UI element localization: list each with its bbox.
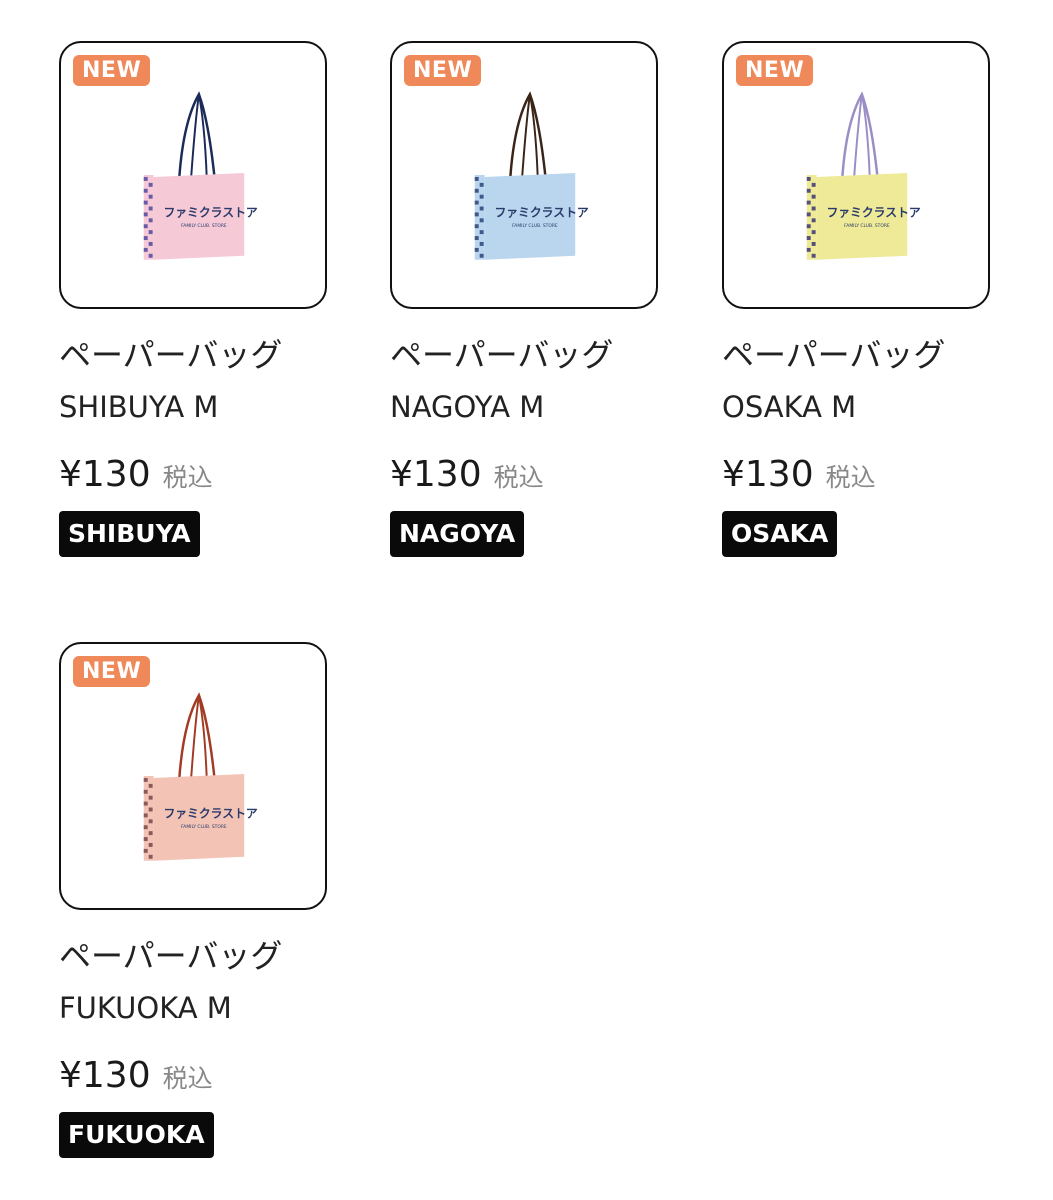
svg-text:ファミクラストア: ファミクラストア <box>826 205 920 219</box>
product-name-jp[interactable]: ペーパーバッグ <box>59 336 283 374</box>
product-name-jp[interactable]: ペーパーバッグ <box>59 937 283 975</box>
new-badge: NEW <box>404 55 482 87</box>
new-badge: NEW <box>736 55 814 87</box>
store-tag: OSAKA <box>722 511 838 557</box>
product-image[interactable]: ファミクラストア FAMILY CLUB. STORE NEW <box>390 41 658 309</box>
price-row: ¥130 税込 <box>59 455 339 495</box>
product-card[interactable]: ファミクラストア FAMILY CLUB. STORE NEW ペーパーバッグ F… <box>59 642 339 1158</box>
price-row: ¥130 税込 <box>390 455 670 495</box>
product-name-en[interactable]: NAGOYA M <box>390 390 545 424</box>
price: ¥130 <box>59 454 151 495</box>
new-badge: NEW <box>73 656 151 688</box>
tax-label: 税込 <box>493 463 544 492</box>
product-image[interactable]: ファミクラストア FAMILY CLUB. STORE NEW <box>59 642 327 910</box>
paper-bag-image: ファミクラストア FAMILY CLUB. STORE <box>806 91 921 260</box>
product-name-en[interactable]: FUKUOKA M <box>59 991 232 1025</box>
price: ¥130 <box>390 454 482 495</box>
price-row: ¥130 税込 <box>59 1056 339 1096</box>
price: ¥130 <box>722 454 814 495</box>
svg-text:ファミクラストア: ファミクラストア <box>163 205 257 219</box>
product-name-jp[interactable]: ペーパーバッグ <box>390 336 614 374</box>
price-row: ¥130 税込 <box>722 455 1002 495</box>
tax-label: 税込 <box>162 1064 213 1093</box>
product-card[interactable]: ファミクラストア FAMILY CLUB. STORE NEW ペーパーバッグ O… <box>722 41 1002 557</box>
price: ¥130 <box>59 1055 151 1096</box>
paper-bag-image: ファミクラストア FAMILY CLUB. STORE <box>143 692 258 861</box>
product-image[interactable]: ファミクラストア FAMILY CLUB. STORE NEW <box>722 41 990 309</box>
product-card[interactable]: ファミクラストア FAMILY CLUB. STORE NEW ペーパーバッグ N… <box>390 41 670 557</box>
svg-text:ファミクラストア: ファミクラストア <box>494 205 588 219</box>
svg-text:ファミクラストア: ファミクラストア <box>163 806 257 820</box>
store-tag: SHIBUYA <box>59 511 200 557</box>
tax-label: 税込 <box>162 463 213 492</box>
paper-bag-image: ファミクラストア FAMILY CLUB. STORE <box>143 91 258 260</box>
product-image[interactable]: ファミクラストア FAMILY CLUB. STORE NEW <box>59 41 327 309</box>
product-card[interactable]: ファミクラストア FAMILY CLUB. STORE NEW ペーパーバッグ S… <box>59 41 339 557</box>
store-tag: FUKUOKA <box>59 1112 214 1158</box>
product-name-en[interactable]: SHIBUYA M <box>59 390 219 424</box>
paper-bag-image: ファミクラストア FAMILY CLUB. STORE <box>474 91 589 260</box>
svg-text:FAMILY CLUB. STORE: FAMILY CLUB. STORE <box>512 223 558 229</box>
new-badge: NEW <box>73 55 151 87</box>
product-name-en[interactable]: OSAKA M <box>722 390 857 424</box>
store-tag: NAGOYA <box>390 511 525 557</box>
tax-label: 税込 <box>825 463 876 492</box>
product-name-jp[interactable]: ペーパーバッグ <box>722 336 946 374</box>
svg-text:FAMILY CLUB. STORE: FAMILY CLUB. STORE <box>844 223 890 229</box>
svg-text:FAMILY CLUB. STORE: FAMILY CLUB. STORE <box>181 824 227 830</box>
svg-text:FAMILY CLUB. STORE: FAMILY CLUB. STORE <box>181 223 227 229</box>
